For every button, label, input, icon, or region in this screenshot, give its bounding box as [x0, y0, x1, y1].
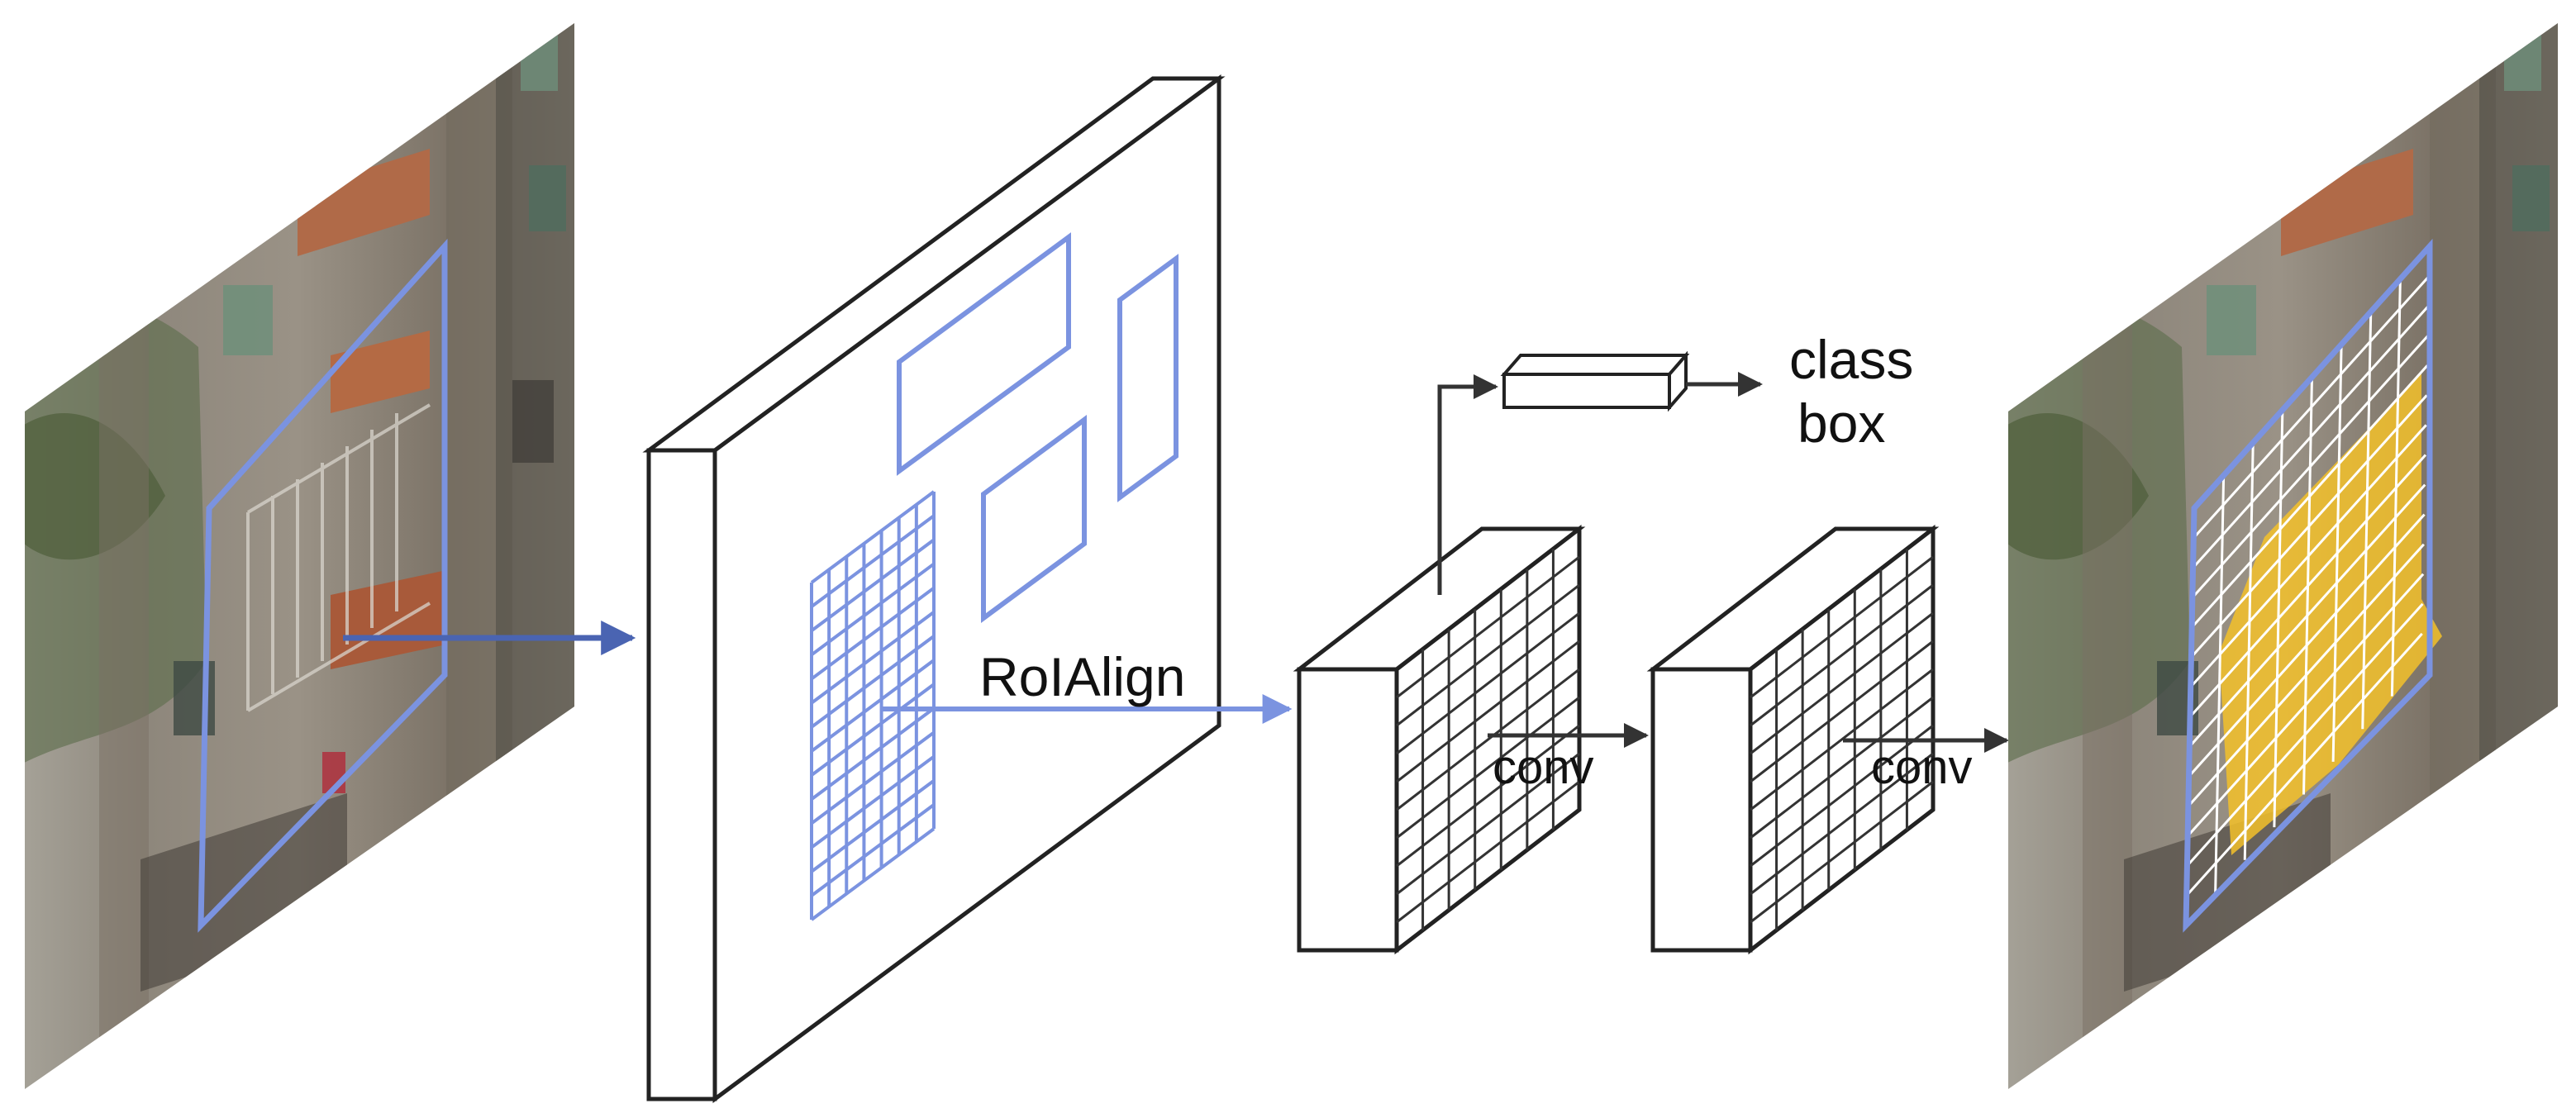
- output-mask-grid: [2185, 275, 2431, 897]
- feature-map-front: [712, 74, 1221, 1103]
- label-class: class: [1789, 329, 1913, 390]
- conv-block-2-grid: [1750, 549, 1934, 930]
- proposal-box-1: [897, 232, 1071, 476]
- feature-map: [642, 74, 1226, 1103]
- label-roialign: RoIAlign: [979, 646, 1185, 707]
- roi-grid: [810, 490, 936, 921]
- output-image: [2008, 23, 2558, 1089]
- roi-box-output: [2183, 238, 2433, 933]
- conv-block-2: [1646, 524, 1940, 955]
- input-image: [25, 23, 574, 1089]
- proposal-box-2: [1117, 254, 1178, 502]
- proposal-box-3: [981, 415, 1087, 623]
- fc-head: [1500, 350, 1690, 412]
- label-conv-2: conv: [1871, 740, 1973, 794]
- roi-box-input: [198, 238, 448, 933]
- segmentation-mask: [2219, 372, 2442, 855]
- label-conv-1: conv: [1493, 740, 1594, 794]
- label-box: box: [1797, 392, 1885, 454]
- arrow-branch-up: [1437, 374, 1498, 595]
- conv-block-1: [1293, 524, 1586, 955]
- conv-block-1-grid: [1396, 549, 1580, 930]
